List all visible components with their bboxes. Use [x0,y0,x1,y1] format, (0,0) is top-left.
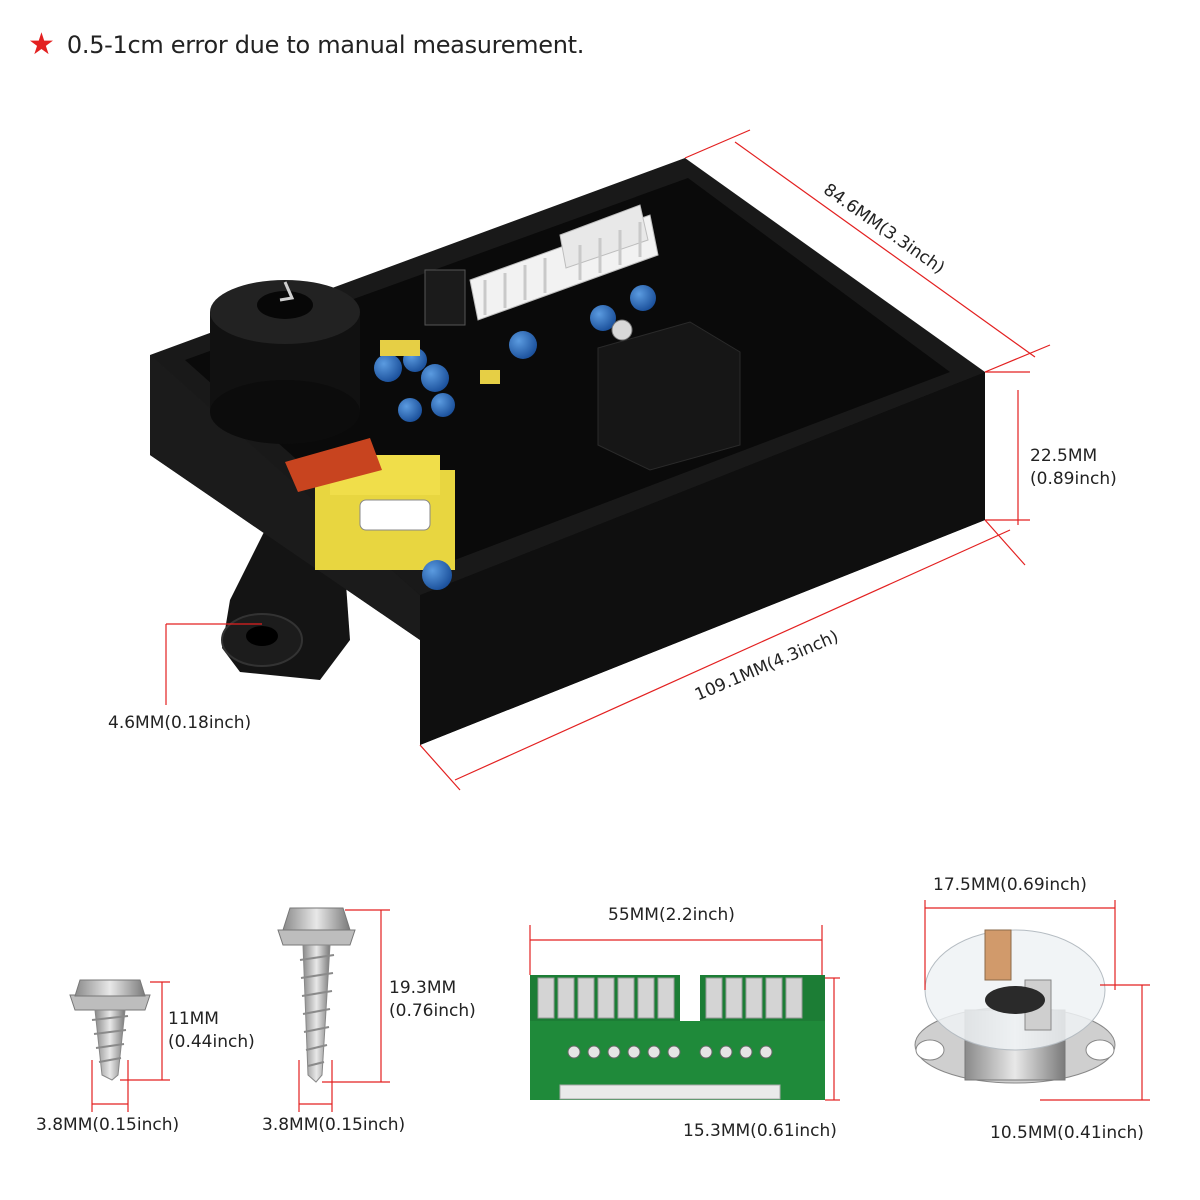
mount-hole-label: 4.6MM(0.18inch) [108,713,252,733]
large-screw-length-label: 19.3MM (0.76inch) [389,977,476,1023]
large-screw [277,907,356,1083]
measurement-note: ★ 0.5-1cm error due to manual measuremen… [28,30,584,60]
board-height-label: 22.5MM (0.89inch) [1030,445,1117,491]
thermostat-switch [914,929,1116,1084]
note-text: 0.5-1cm error due to manual measurement. [66,31,585,59]
small-screw-dimensions [91,981,170,1112]
thermostat-width-label: 17.5MM(0.69inch) [933,875,1087,895]
connector-height-label: 15.3MM(0.61inch) [683,1121,837,1141]
small-screw-length-mm: 11MM [168,1009,219,1029]
large-screw-length-mm: 19.3MM [389,978,457,998]
large-screw-dimensions [298,909,390,1112]
board-height-mm: 22.5MM [1030,446,1098,466]
capacitors [374,285,656,590]
thermostat-height-label: 10.5MM(0.41inch) [990,1123,1144,1143]
connector-width-label: 55MM(2.2inch) [608,905,735,925]
pin-header [424,204,659,326]
mount-hole [246,626,278,646]
board-height-in: (0.89inch) [1030,468,1117,489]
dimension-lines [165,129,1051,791]
large-screw-length-in: (0.76inch) [389,1000,476,1021]
small-screw-length-label: 11MM (0.44inch) [168,1008,255,1054]
thermostat-dimensions [924,900,1150,1101]
star-icon: ★ [28,27,55,62]
small-screw-length-in: (0.44inch) [168,1031,255,1052]
small-screw-width-label: 3.8MM(0.15inch) [36,1115,180,1135]
control-board [150,158,985,745]
transformer [285,438,455,570]
edge-connector [530,975,825,1100]
connector-dimensions [529,925,840,1101]
small-screw [69,979,151,1081]
large-screw-width-label: 3.8MM(0.15inch) [262,1115,406,1135]
ignition-socket [210,280,360,444]
